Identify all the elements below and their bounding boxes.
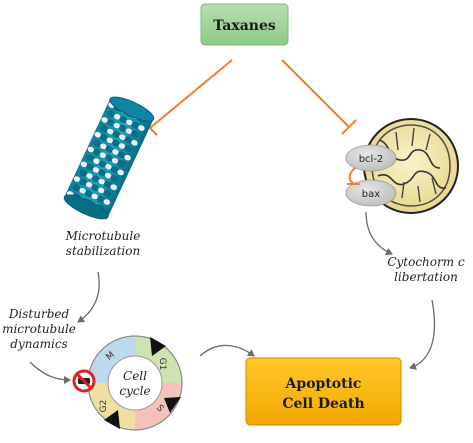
phase-g1-label: G1: [157, 358, 167, 371]
arrow-microtubule-to-cycle: [77, 271, 100, 323]
apoptosis-line2: Cell Death: [282, 396, 364, 412]
apoptosis-line1: Apoptotic: [285, 376, 362, 392]
block-icon: [72, 369, 96, 393]
disturbed-label-line2: microtubule: [2, 322, 76, 336]
cell-cycle-center-line2: cycle: [119, 384, 150, 398]
phase-s-label: S: [154, 403, 166, 414]
bax-label: bax: [362, 189, 380, 200]
disturbed-label-line1: Disturbed: [8, 307, 70, 321]
cytochrome-label: Cytochorm c libertation: [380, 255, 472, 285]
microtubule-label-line1: Microtubule: [65, 229, 141, 243]
disturbed-label-line3: dynamics: [10, 337, 68, 351]
cell-cycle-center-line1: Cell: [123, 369, 147, 383]
inhibit-left: [142, 59, 233, 136]
bcl2-oval: bcl-2: [345, 144, 397, 172]
bax-oval: bax: [345, 179, 397, 207]
microtubule-stabilization-label: Microtubule stabilization: [48, 229, 158, 259]
microtubule-icon: [63, 96, 155, 220]
phase-g2-label: G2: [99, 400, 109, 413]
arrow-disturbed-to-cycle: [29, 361, 71, 384]
bcl2-label: bcl-2: [359, 154, 384, 165]
microtubule-label-line2: stabilization: [65, 244, 141, 258]
cytochrome-label-line2: libertation: [394, 270, 458, 284]
arrow-mito-to-cytochrome: [365, 211, 393, 256]
inhibit-right: [281, 59, 357, 135]
apoptosis-box: Apoptotic Cell Death: [245, 357, 402, 426]
arrow-cycle-to-apoptosis: [199, 344, 255, 357]
cell-cycle-diagram: Cell cycle M G1 S G2: [72, 335, 183, 431]
cytochrome-label-line1: Cytochorm c: [387, 255, 465, 269]
arrow-cytochrome-to-apoptosis: [409, 299, 436, 370]
taxanes-box: Taxanes: [200, 3, 289, 46]
taxanes-label: Taxanes: [213, 18, 276, 34]
disturbed-dynamics-label: Disturbed microtubule dynamics: [0, 307, 78, 352]
bcl2-bax-inhibit: [347, 167, 360, 185]
